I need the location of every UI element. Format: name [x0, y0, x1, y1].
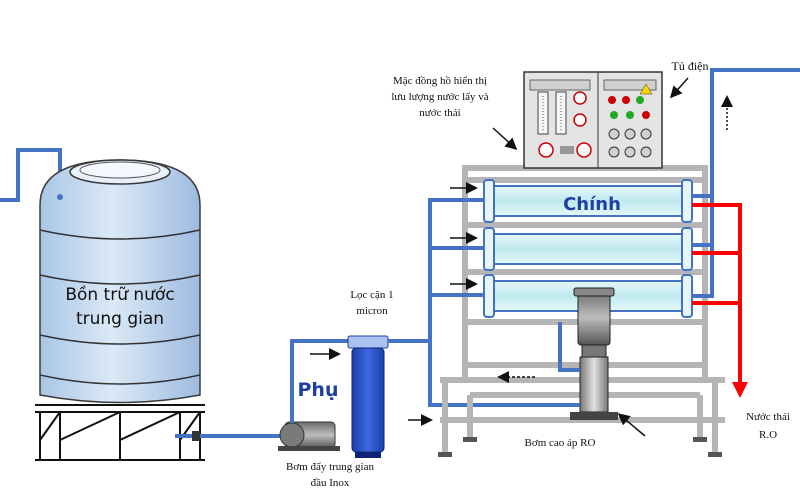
filter-label-line1: Lọc cặn 1: [350, 289, 393, 301]
tank-inlet-pipe: [0, 148, 62, 202]
feed-manifold-pipe: [428, 198, 485, 405]
gauge-note-line3: nước thải: [419, 107, 460, 119]
waste-arrow-icon: [732, 382, 748, 398]
tank-label-line2: trung gian: [76, 309, 164, 329]
waste-label-line1: Nước thải: [746, 411, 790, 423]
filter-label-line2: micron: [356, 305, 388, 317]
flow-arrow-icon: [617, 413, 646, 437]
flow-arrow-icon: [492, 127, 518, 151]
booster-pump-label-line1: Bơm đẩy trung gian: [286, 461, 375, 473]
cartridge-filter-icon: [347, 335, 389, 458]
hp-pump-icon: [570, 287, 618, 420]
flow-arrow-icon: [670, 77, 689, 99]
tank-icon: [0, 148, 201, 404]
cabinet-label: Tủ điện: [672, 59, 709, 73]
booster-pump-label-line2: đầu Inox: [311, 477, 350, 489]
tank-label-line1: Bồn trữ nước: [65, 284, 174, 305]
permeate-outlet-pipe: [710, 68, 800, 196]
waste-pipe: [692, 203, 742, 385]
membrane-housing-icon: [483, 227, 693, 271]
waste-label-line2: R.O: [759, 429, 777, 441]
control-panel-icon: [523, 71, 663, 169]
pump-to-filter-pipe: [290, 339, 358, 423]
valve-icon: [192, 431, 200, 441]
frame-feet: [438, 437, 722, 457]
booster-pump-icon: [278, 421, 340, 451]
tank-stand: [35, 404, 205, 461]
aux-label: Phụ: [298, 379, 339, 401]
permeate-pipe: [692, 194, 714, 247]
gauge-note-line2: lưu lượng nước lấy và: [391, 91, 488, 103]
hp-pump-label: Bơm cao áp RO: [525, 437, 596, 449]
membrane-housing-icon: [483, 179, 693, 223]
gauge-note-line1: Mặc đồng hồ hiển thị: [393, 75, 487, 87]
main-label: Chính: [563, 194, 621, 215]
hp-pump-outlet-pipe: [558, 322, 580, 372]
